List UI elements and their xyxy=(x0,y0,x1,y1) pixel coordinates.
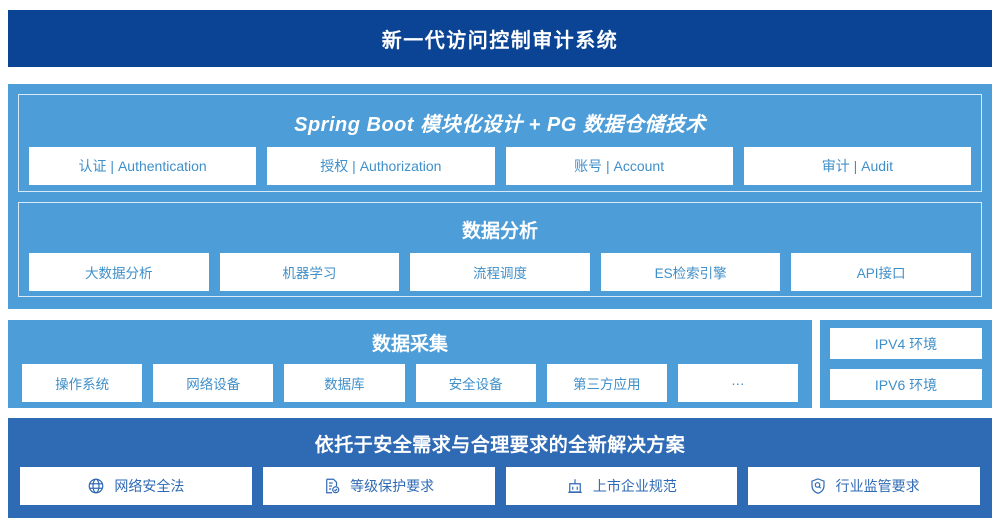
analysis-chip-process-scheduling[interactable]: 流程调度 xyxy=(410,253,590,291)
document-check-icon xyxy=(323,477,341,495)
collection-chip-third-party-app[interactable]: 第三方应用 xyxy=(546,364,667,402)
collection-row: 数据采集 操作系统 网络设备 数据库 安全设备 第三方应用 ··· IPV4 环… xyxy=(8,320,1000,408)
solution-chip-label: 等级保护要求 xyxy=(350,478,435,494)
platform-panel: Spring Boot 模块化设计 + PG 数据仓储技术 认证 | Authe… xyxy=(8,84,992,309)
solution-chip-industry-regulation[interactable]: 行业监管要求 xyxy=(748,467,980,505)
environment-chip-ipv6[interactable]: IPV6 环境 xyxy=(830,369,982,400)
analysis-section-title: 数据分析 xyxy=(461,221,538,242)
collection-chip-operating-system[interactable]: 操作系统 xyxy=(22,364,143,402)
bank-building-icon xyxy=(566,477,584,495)
analysis-section: 数据分析 大数据分析 机器学习 流程调度 ES检索引擎 API接口 xyxy=(18,202,982,297)
environment-chip-ipv4[interactable]: IPV4 环境 xyxy=(830,328,982,359)
shield-search-icon xyxy=(809,477,827,495)
collection-chip-security-device[interactable]: 安全设备 xyxy=(415,364,536,402)
modules-section: Spring Boot 模块化设计 + PG 数据仓储技术 认证 | Authe… xyxy=(18,94,982,192)
solution-chip-classified-protection[interactable]: 等级保护要求 xyxy=(262,467,495,505)
analysis-chip-api[interactable]: API接口 xyxy=(791,253,971,291)
solution-chip-label: 上市企业规范 xyxy=(592,478,677,494)
environments-panel: IPV4 环境 IPV6 环境 xyxy=(820,320,992,408)
globe-icon xyxy=(87,477,105,495)
analysis-chip-es-search[interactable]: ES检索引擎 xyxy=(600,253,781,291)
page-title: 新一代访问控制审计系统 xyxy=(381,30,619,52)
solution-title: 依托于安全需求与合理要求的全新解决方案 xyxy=(314,435,686,456)
collection-panel: 数据采集 操作系统 网络设备 数据库 安全设备 第三方应用 ··· xyxy=(8,320,812,408)
solution-chip-row: 网络安全法 等级保护要求 xyxy=(20,467,980,505)
solution-chip-label: 行业监管要求 xyxy=(835,478,920,494)
module-chip-audit[interactable]: 审计 | Audit xyxy=(743,147,971,185)
collection-chip-more[interactable]: ··· xyxy=(677,364,799,402)
solution-chip-label: 网络安全法 xyxy=(114,478,185,494)
collection-chip-database[interactable]: 数据库 xyxy=(284,364,405,402)
solution-chip-cybersecurity-law[interactable]: 网络安全法 xyxy=(20,467,252,505)
collection-title: 数据采集 xyxy=(371,334,448,355)
analysis-chip-row: 大数据分析 机器学习 流程调度 ES检索引擎 API接口 xyxy=(29,253,971,291)
analysis-chip-bigdata[interactable]: 大数据分析 xyxy=(29,253,209,291)
modules-chip-row: 认证 | Authentication 授权 | Authorization 账… xyxy=(29,147,971,185)
solution-chip-listed-company-norms[interactable]: 上市企业规范 xyxy=(505,467,738,505)
collection-chip-row: 操作系统 网络设备 数据库 安全设备 第三方应用 ··· xyxy=(22,364,799,402)
module-chip-authentication[interactable]: 认证 | Authentication xyxy=(29,147,257,185)
solution-panel: 依托于安全需求与合理要求的全新解决方案 网络安全法 xyxy=(8,418,992,518)
modules-section-title: Spring Boot 模块化设计 + PG 数据仓储技术 xyxy=(294,114,706,136)
analysis-chip-machine-learning[interactable]: 机器学习 xyxy=(219,253,400,291)
module-chip-account[interactable]: 账号 | Account xyxy=(505,147,733,185)
module-chip-authorization[interactable]: 授权 | Authorization xyxy=(267,147,495,185)
page-header: 新一代访问控制审计系统 xyxy=(8,10,992,67)
collection-chip-network-device[interactable]: 网络设备 xyxy=(153,364,274,402)
